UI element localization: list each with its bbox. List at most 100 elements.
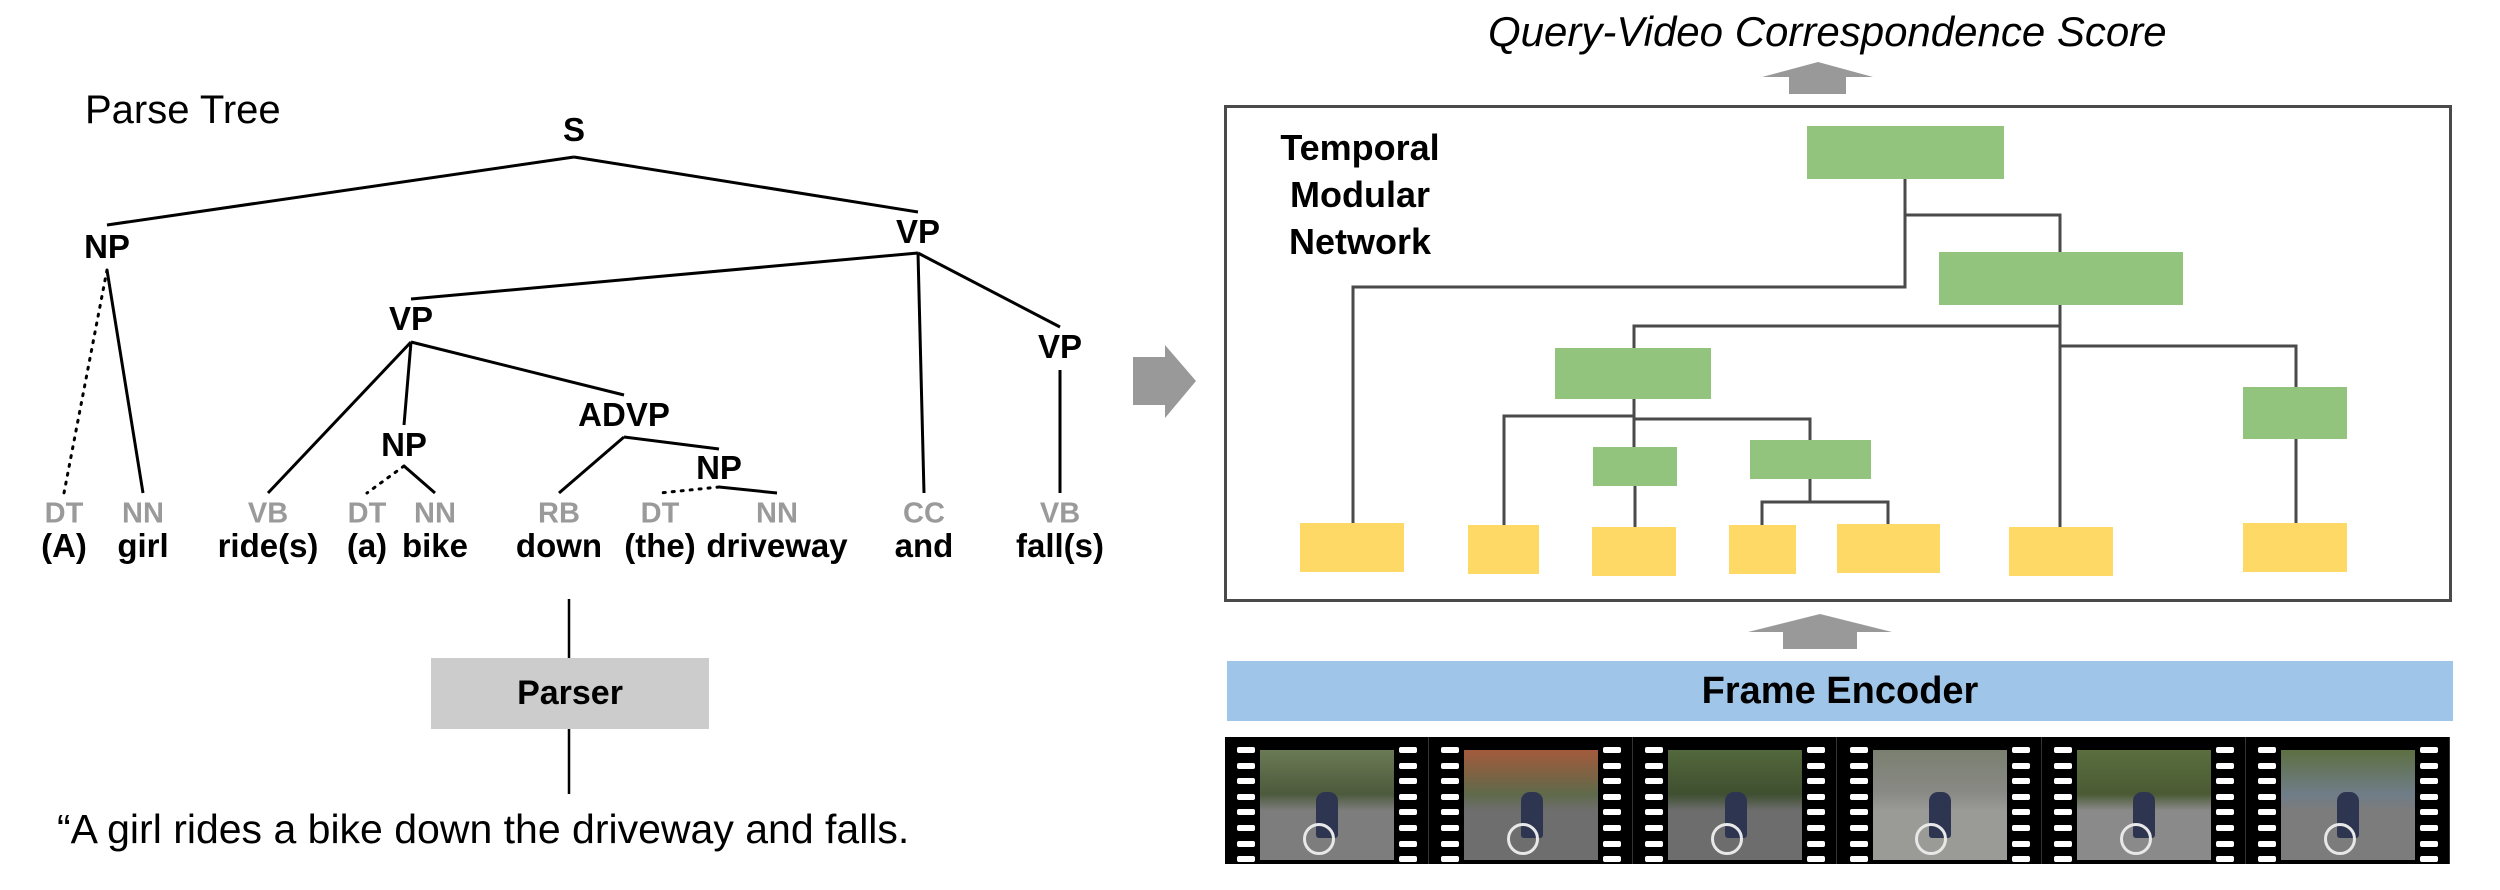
film-sprocket-hole — [1399, 840, 1418, 847]
video-frame — [2246, 737, 2450, 864]
pos-tag: NN — [414, 497, 456, 530]
tmn-label-line: Temporal — [1280, 127, 1440, 168]
video-frame — [1633, 737, 1838, 864]
leaf-module-down — [1729, 525, 1796, 574]
frame-encoder-bar: Frame Encoder — [1227, 661, 2453, 721]
film-sprocket-hole — [1807, 809, 1826, 816]
film-sprocket-hole — [1399, 762, 1418, 769]
film-sprocket-hole — [1849, 840, 1868, 847]
video-frame — [1838, 737, 2042, 864]
film-sprocket-hole — [1399, 809, 1418, 816]
leaf-word: down — [515, 527, 603, 564]
pos-tag: DT — [44, 497, 84, 530]
connector-root-right — [1905, 213, 2062, 252]
film-sprocket-hole — [1645, 762, 1664, 769]
pos-tag: DT — [347, 497, 387, 530]
film-sprocket-hole — [1399, 793, 1418, 800]
film-sprocket-hole — [1645, 747, 1664, 753]
tree-node-vp2: VP — [388, 300, 434, 337]
film-sprocket-hole — [1399, 856, 1418, 863]
film-sprocket-hole — [1645, 840, 1664, 847]
film-sprocket-hole — [2419, 856, 2438, 863]
connector-sub-right — [1634, 417, 1812, 440]
film-sprocket-hole — [2419, 762, 2438, 769]
film-sprocket-hole — [1603, 778, 1622, 785]
pos-tag: VB — [1039, 497, 1081, 530]
film-sprocket-hole — [1849, 762, 1868, 769]
film-sprocket-hole — [1237, 840, 1255, 847]
module-vp-fall — [2243, 387, 2347, 439]
video-frame-image — [2076, 750, 2211, 860]
film-sprocket-hole — [1603, 840, 1622, 847]
film-sprocket-hole — [1645, 778, 1664, 785]
film-sprocket-hole — [1849, 793, 1868, 800]
video-frame — [2042, 737, 2246, 864]
film-sprocket-hole — [2215, 793, 2234, 800]
tree-edge-np1-leaf1 — [105, 269, 145, 494]
film-sprocket-hole — [2215, 825, 2234, 831]
pos-tag: DT — [640, 497, 680, 530]
film-sprocket-hole — [1399, 747, 1418, 753]
up-arrow-output-icon — [1762, 62, 1873, 94]
film-sprocket-hole — [1237, 825, 1255, 831]
tree-edge-s-np1 — [106, 155, 575, 227]
film-sprocket-hole — [2011, 762, 2030, 769]
film-sprocket-hole — [2053, 809, 2072, 816]
film-sprocket-hole — [1603, 793, 1622, 800]
tree-node-advp: ADVP — [578, 396, 670, 433]
video-frame-image — [1872, 750, 2007, 860]
connector-root-left — [1351, 179, 1907, 523]
leaf-word: fall(s) — [1015, 527, 1105, 564]
leaf-module-fall — [2243, 523, 2347, 572]
film-sprocket-hole — [1603, 825, 1622, 831]
film-sprocket-hole — [2419, 809, 2438, 816]
film-sprocket-hole — [1237, 809, 1255, 816]
film-sprocket-hole — [1441, 747, 1460, 753]
film-sprocket-hole — [2053, 793, 2072, 800]
film-sprocket-hole — [2257, 778, 2276, 785]
tree-node-s: S — [562, 111, 586, 148]
film-sprocket-hole — [2257, 747, 2276, 753]
film-sprocket-hole — [2257, 840, 2276, 847]
film-sprocket-hole — [1807, 747, 1826, 753]
temporal-modular-network-label: Temporal Modular Network — [1262, 124, 1458, 265]
temporal-modular-network-box — [1224, 105, 2452, 602]
tmn-label-line: Modular — [1290, 174, 1430, 215]
film-sprocket-hole — [1645, 809, 1664, 816]
film-sprocket-hole — [2257, 809, 2276, 816]
film-sprocket-hole — [1237, 747, 1255, 753]
film-sprocket-hole — [2257, 762, 2276, 769]
tree-edge-vp1-vp3 — [917, 251, 1061, 329]
tree-edge-vp1-leaf8 — [916, 252, 926, 494]
film-sprocket-hole — [2053, 840, 2072, 847]
film-sprocket-hole — [1603, 856, 1622, 863]
video-frame-image — [1464, 750, 1599, 860]
film-sprocket-hole — [1399, 778, 1418, 785]
tree-node-np2: NP — [381, 426, 427, 463]
parse-tree-title: Parse Tree — [85, 88, 281, 132]
video-frame — [1225, 737, 1430, 864]
film-sprocket-hole — [1441, 762, 1460, 769]
module-root — [1807, 126, 2004, 179]
leaf-word: (a) — [346, 527, 388, 564]
bike-wheel — [1507, 822, 1540, 855]
film-sprocket-hole — [1603, 809, 1622, 816]
tree-edge-np1-leaf0 — [62, 268, 109, 495]
film-sprocket-hole — [1441, 856, 1460, 863]
module-np-bike — [1593, 447, 1677, 486]
module-vp — [1939, 252, 2183, 305]
film-sprocket-hole — [1645, 856, 1664, 863]
film-sprocket-hole — [2419, 840, 2438, 847]
leaf-word: and — [894, 527, 954, 564]
film-sprocket-hole — [1237, 778, 1255, 785]
parser-box: Parser — [431, 658, 709, 729]
frame-encoder-label: Frame Encoder — [1701, 669, 1979, 712]
film-sprocket-hole — [2215, 856, 2234, 863]
tree-edge-np2-leaf3 — [365, 464, 406, 495]
film-sprocket-hole — [2053, 825, 2072, 831]
film-sprocket-hole — [2053, 762, 2072, 769]
film-sprocket-hole — [1849, 825, 1868, 831]
pos-tag: NN — [756, 497, 798, 530]
pos-tag: VB — [247, 497, 289, 530]
film-sprocket-hole — [2011, 809, 2030, 816]
